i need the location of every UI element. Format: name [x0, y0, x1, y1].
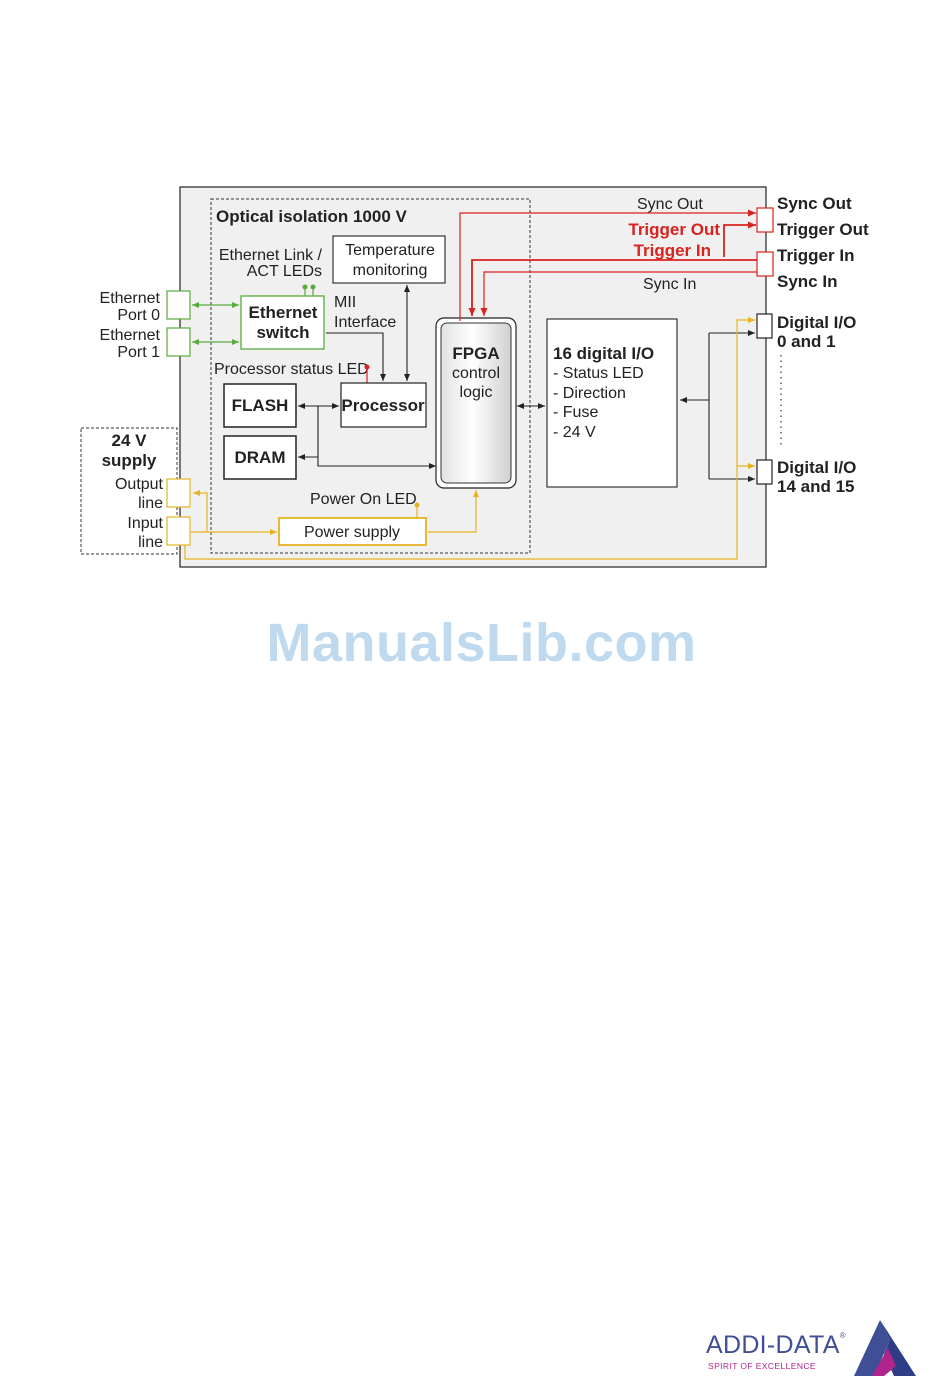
fpga-label-1: FPGA — [452, 344, 499, 363]
sync-in-line — [480, 271, 757, 316]
temperature-label-2: monitoring — [353, 262, 428, 279]
ethernet-switch-label-2: switch — [257, 323, 310, 342]
sync-trigger-out-connector — [756, 207, 774, 233]
sync-trigger-in-connector — [756, 251, 774, 277]
right-label-dio-14-15-a: Digital I/O — [777, 458, 856, 477]
mii-label-1: MII — [334, 294, 356, 311]
sync-out-inner-label: Sync Out — [637, 196, 703, 213]
power-supply-block — [278, 517, 427, 546]
fpga-block — [440, 322, 512, 484]
input-line-label-1: Input — [127, 515, 163, 532]
dram-label: DRAM — [235, 448, 286, 467]
output-line-label-1: Output — [115, 476, 164, 493]
right-label-trigger-in: Trigger In — [777, 246, 854, 265]
digital-io-label-5: - 24 V — [553, 424, 596, 441]
eth-port0-connector — [166, 290, 191, 320]
logo-name-text: ADDI-DATA — [706, 1331, 840, 1359]
right-label-sync-in: Sync In — [777, 272, 837, 291]
flash-fpga-link — [317, 406, 436, 469]
supply-zone — [80, 427, 178, 555]
flash-block — [223, 383, 297, 428]
supply-label-1: 24 V — [112, 431, 148, 450]
trigger-out-inner-label: Trigger Out — [628, 220, 720, 239]
trigger-out-line — [723, 221, 756, 257]
addi-data-logo: ADDI-DATA® SPIRIT OF EXCELLENCE — [706, 1318, 918, 1380]
sync-out-line — [459, 209, 756, 321]
eth-port0-label-2: Port 0 — [117, 307, 160, 324]
processor-label: Processor — [341, 396, 425, 415]
input-to-output-line — [193, 490, 208, 532]
dio-14-15-connector — [756, 459, 773, 485]
dram-block — [223, 435, 297, 480]
temperature-block — [332, 235, 446, 284]
fpga-label-2: control — [452, 365, 500, 382]
right-label-trigger-out: Trigger Out — [777, 220, 869, 239]
power-on-led-label: Power On LED — [310, 491, 417, 508]
digital-io-label-2: - Status LED — [553, 365, 644, 382]
ethernet-switch-block — [240, 295, 325, 350]
power-bus-bottom — [184, 317, 755, 560]
eth-link-led-label-1: Ethernet Link / — [219, 247, 323, 264]
mii-label-2: Interface — [334, 314, 396, 331]
eth-link-led-label-2: ACT LEDs — [247, 263, 322, 280]
digital-io-label-1: 16 digital I/O — [553, 344, 654, 363]
power-on-led — [414, 502, 420, 508]
processor-block — [340, 382, 427, 428]
output-line-label-2: line — [138, 495, 163, 512]
trigger-in-inner-label: Trigger In — [634, 241, 711, 260]
right-label-dio-0-1-a: Digital I/O — [777, 313, 856, 332]
eth-port1-label-2: Port 1 — [117, 344, 160, 361]
isolation-label: Optical isolation 1000 V — [216, 207, 408, 226]
logo-tagline: SPIRIT OF EXCELLENCE — [708, 1361, 816, 1371]
eth-led-1 — [302, 284, 308, 290]
logo-triangle-icon — [854, 1320, 916, 1376]
input-line-label-2: line — [138, 534, 163, 551]
isolation-zone — [210, 198, 531, 554]
input-line-connector — [166, 516, 191, 546]
dio-0-1-connector — [756, 313, 773, 339]
mii-link — [326, 332, 386, 381]
temperature-label-1: Temperature — [345, 242, 435, 259]
right-label-dio-0-1-b: 0 and 1 — [777, 332, 836, 351]
fpga-label-3: logic — [460, 384, 493, 401]
digital-io-block — [546, 318, 678, 488]
processor-status-led — [364, 364, 370, 370]
right-label-dio-14-15-b: 14 and 15 — [777, 477, 855, 496]
digital-io-label-4: - Fuse — [553, 404, 598, 421]
eth-port0-label-1: Ethernet — [100, 290, 161, 307]
flash-label: FLASH — [232, 396, 289, 415]
processor-status-led-label: Processor status LED — [214, 361, 369, 378]
ethernet-switch-label-1: Ethernet — [249, 303, 318, 322]
trigger-in-line — [468, 259, 757, 316]
eth-port1-connector — [166, 327, 191, 357]
supply-label-2: supply — [102, 451, 157, 470]
output-line-connector — [166, 478, 191, 508]
logo-registered-mark: ® — [839, 1331, 846, 1340]
sync-in-inner-label: Sync In — [643, 276, 696, 293]
logo-name: ADDI-DATA® — [706, 1331, 846, 1360]
eth-led-2 — [310, 284, 316, 290]
right-label-sync-out: Sync Out — [777, 194, 852, 213]
eth-port1-label-1: Ethernet — [100, 327, 161, 344]
power-supply-label: Power supply — [304, 524, 400, 541]
digital-io-label-3: - Direction — [553, 385, 626, 402]
power-to-fpga — [428, 490, 479, 533]
watermark: ManualsLib.com — [266, 613, 697, 673]
